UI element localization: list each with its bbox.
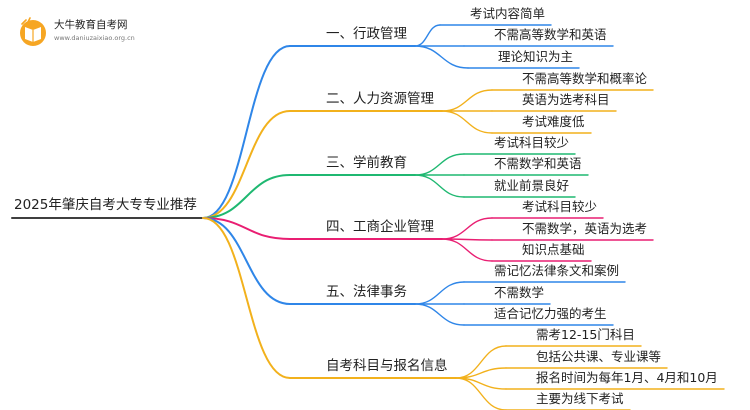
leaf-node: 不需数学，英语为选考 [522, 221, 648, 236]
branch-connector [202, 174, 291, 219]
leaf-node: 不需数学 [494, 285, 545, 300]
leaf-node: 适合记忆力强的考生 [494, 306, 607, 321]
leaf-node: 不需数学和英语 [494, 156, 582, 171]
leaf-node: 需记忆法律条文和案例 [494, 263, 620, 278]
branch-administration: 一、行政管理 [326, 26, 407, 42]
leaf-connector [414, 153, 465, 176]
leaf-node: 包括公共课、专业课等 [536, 349, 662, 364]
branch-business-management: 四、工商企业管理 [326, 219, 434, 235]
leaf-connector [414, 303, 465, 326]
branch-connector [202, 217, 291, 305]
leaf-node: 需考12-15门科目 [536, 327, 635, 342]
site-logo[interactable]: 大牛教育自考网 www.daniuzaixiao.org.cn [16, 15, 166, 49]
branch-legal-affairs: 五、法律事务 [326, 284, 407, 300]
leaf-node: 考试难度低 [522, 114, 585, 129]
leaf-connector [414, 174, 465, 198]
logo-site-url: www.daniuzaixiao.org.cn [54, 34, 135, 42]
leaf-connector [441, 110, 493, 134]
leaf-node: 主要为线下考试 [536, 391, 624, 406]
leaf-node: 报名时间为每年1月、4月和10月 [536, 370, 718, 385]
leaf-node: 不需高等数学和英语 [494, 27, 607, 42]
root-topic: 2025年肇庆自考大专专业推荐 [14, 197, 197, 213]
leaf-node: 考试内容简单 [470, 6, 546, 21]
leaf-connector [441, 217, 493, 240]
logo-site-name: 大牛教育自考网 [54, 19, 128, 31]
branch-preschool-education: 三、学前教育 [326, 155, 407, 171]
branch-human-resources: 二、人力资源管理 [326, 91, 434, 107]
leaf-node: 就业前景良好 [494, 178, 570, 193]
leaf-node: 考试科目较少 [494, 135, 570, 150]
branch-connector [202, 110, 291, 219]
branch-connector [202, 217, 291, 379]
leaf-connector [414, 45, 469, 69]
book-logo-icon [20, 17, 46, 46]
leaf-node: 考试科目较少 [522, 199, 598, 214]
branch-exam-info: 自考科目与报名信息 [326, 358, 448, 374]
branch-connector [202, 217, 291, 240]
leaf-connector [414, 281, 465, 305]
branch-connector [202, 45, 291, 219]
leaf-node: 不需高等数学和概率论 [522, 71, 648, 86]
leaf-connector [455, 377, 507, 410]
leaf-node: 理论知识为主 [498, 49, 574, 64]
leaf-connector [414, 24, 441, 47]
leaf-connector [441, 89, 493, 112]
leaf-node: 知识点基础 [522, 242, 585, 257]
leaf-connector [441, 238, 493, 262]
leaf-node: 英语为选考科目 [522, 92, 610, 107]
